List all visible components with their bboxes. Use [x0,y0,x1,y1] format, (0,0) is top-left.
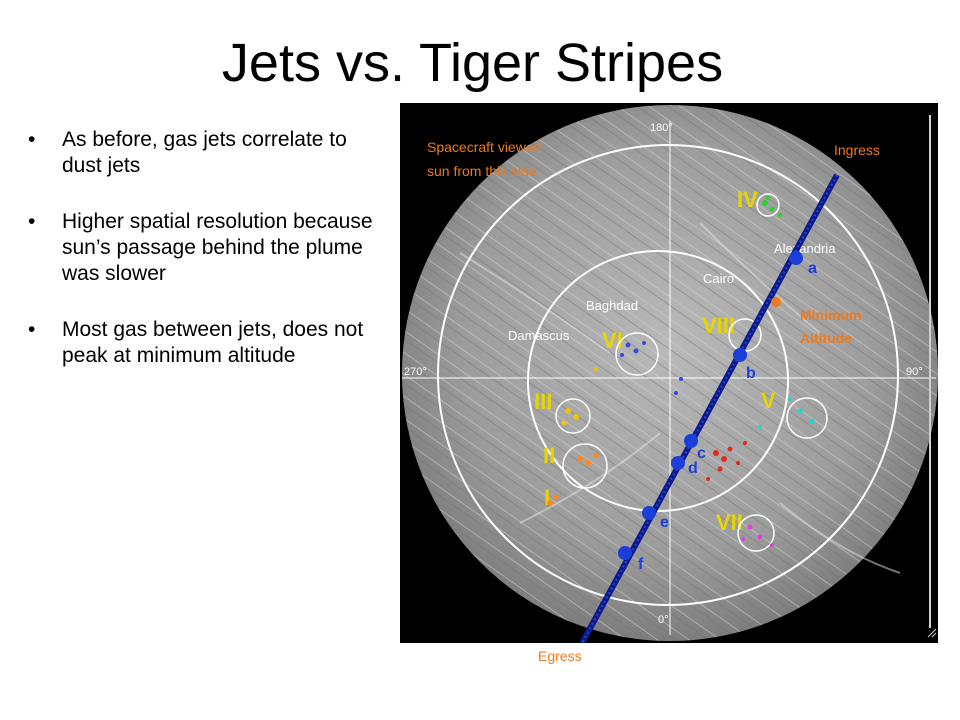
stripe-label-v: V [761,388,776,413]
source-circle [562,443,608,489]
spacecraft-note-line1: Spacecraft viewed [427,139,541,155]
stripe-label-ii: II [543,443,555,468]
dust-jets-magenta [741,524,774,547]
gas-jet-label-a: a [808,260,817,277]
dust-jets-yellow [561,367,598,426]
gas-jet-label-e: e [660,514,669,531]
egress-label: Egress [538,648,582,664]
gas-jet-label-b: b [746,365,756,382]
latitude-circle-inner [527,250,789,512]
stripe-label-vi: VI [602,328,623,353]
source-circle [555,398,591,434]
gas-jet-label-c: c [697,445,706,462]
gas-jet-e [642,506,656,520]
region-label-damascus: Damascus [508,328,570,343]
gas-jet-a [789,251,803,265]
bullet-item: • As before, gas jets correlate to dust j… [28,127,388,179]
spacecraft-note-line2: sun from this side [427,163,537,179]
latitude-circle-outer [437,144,899,606]
gas-jet-label-f: f [638,556,644,573]
gas-jet-f [618,546,632,560]
source-circle [615,332,659,376]
slide-title: Jets vs. Tiger Stripes [221,33,724,93]
bullet-item: • Most gas between jets, does not peak at… [28,317,388,369]
stripe-label-iii: III [534,389,552,414]
dust-jets-red [706,441,747,481]
resize-grip-icon [927,628,937,638]
axis-label-right: 90° [906,366,923,378]
bullet-dot-icon: • [28,210,36,233]
minimum-altitude-label-2: Altitude [800,330,852,346]
dust-jets-orange [547,452,599,506]
map-svg: 180° 0° 270° 90° Alexandria Cairo Baghda… [402,105,938,643]
region-label-cairo: Cairo [703,271,734,286]
stripe-label-iv: IV [737,187,758,212]
source-circle [756,193,780,217]
dust-jets-green [762,196,782,217]
gas-jet-b [733,348,747,362]
stripe-label-i: I [544,485,550,510]
axis-label-left: 270° [404,366,427,378]
gas-jet-c [684,434,698,448]
bullet-dot-icon: • [28,318,36,341]
bullet-dot-icon: • [28,128,36,151]
ingress-label: Ingress [834,142,880,158]
stripe-label-vii: VII [716,510,743,535]
source-circle [737,514,775,552]
stripe-label-viii: VIII [702,313,735,338]
occultation-track-ticks [581,174,838,643]
bullet-text: Most gas between jets, does not peak at … [62,318,364,367]
enceladus-map-figure: 180° 0° 270° 90° Alexandria Cairo Baghda… [400,103,938,643]
dust-jets-blue [620,341,683,395]
dust-jets-cyan [758,397,815,429]
fracture-lines [459,222,901,574]
source-circle [786,397,828,439]
region-label-baghdad: Baghdad [586,298,638,313]
minimum-altitude-label-1: Minimum [800,307,861,323]
bullet-item: • Higher spatial resolution because sun’s… [28,209,388,287]
gas-jet-d [671,456,685,470]
region-label-alexandria: Alexandria [774,241,836,256]
bullet-text: As before, gas jets correlate to dust je… [62,128,347,177]
bullet-list: • As before, gas jets correlate to dust j… [28,127,388,399]
axis-label-bottom: 0° [658,614,669,626]
bullet-text: Higher spatial resolution because sun’s … [62,210,373,285]
axis-label-top: 180° [650,122,673,134]
minimum-altitude-marker [771,297,781,307]
gas-jet-label-d: d [688,460,698,477]
